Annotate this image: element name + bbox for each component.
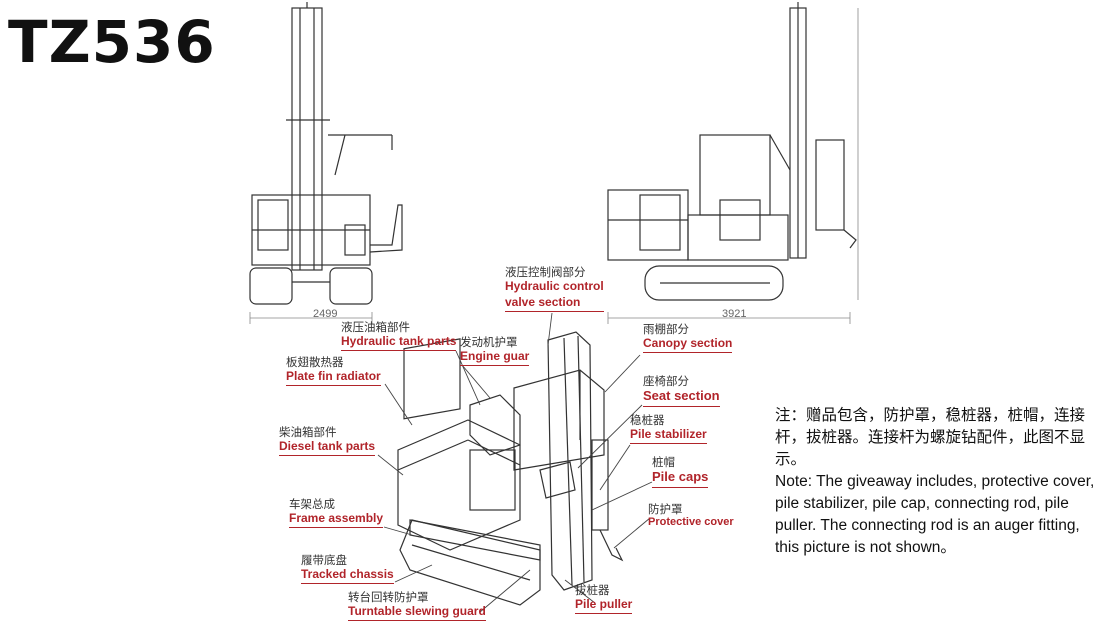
- front-width-dimension: 2499: [313, 308, 338, 320]
- label-zh: 稳桩器: [630, 413, 665, 427]
- label-zh: 桩帽: [652, 455, 675, 469]
- label-en-line: Tracked chassis: [301, 567, 394, 585]
- leader-lines: [377, 312, 653, 613]
- label-en-line: Pile puller: [575, 597, 633, 615]
- front-view-drawing: [249, 2, 403, 324]
- label-en-line: Pile caps: [652, 469, 709, 488]
- label-zh: 履带底盘: [301, 553, 347, 567]
- note-english: Note: The giveaway includes, protective …: [775, 473, 1095, 556]
- label-en-line: Pile stabilizer: [630, 427, 707, 445]
- label-en-line: Plate fin radiator: [286, 369, 381, 387]
- isometric-view-drawing: [397, 331, 624, 606]
- label-en-line: Diesel tank parts: [279, 439, 376, 457]
- label-zh: 液压油箱部件: [341, 320, 410, 334]
- label-zh: 雨棚部分: [643, 322, 689, 336]
- label-en-line: Engine guar: [460, 349, 530, 367]
- label-zh: 转台回转防护罩: [348, 590, 429, 604]
- label-zh: 液压控制阀部分: [505, 265, 586, 279]
- label-canopy-section: 雨棚部分 Canopy section: [643, 322, 733, 354]
- label-engine-guard: 发动机护罩 Engine guar: [460, 335, 530, 367]
- label-en-line: Protective cover: [648, 516, 734, 529]
- label-zh: 拔桩器: [575, 583, 610, 597]
- label-zh: 车架总成: [289, 497, 335, 511]
- label-pile-stabilizer: 稳桩器 Pile stabilizer: [630, 413, 707, 445]
- label-en-line: Frame assembly: [289, 511, 384, 529]
- label-en-line: Turntable slewing guard: [348, 604, 486, 622]
- label-zh: 座椅部分: [643, 374, 689, 388]
- label-en-line: Hydraulic tank parts: [341, 334, 457, 352]
- note-chinese: 注：赠品包含，防护罩，稳桩器，桩帽，连接杆，拔桩器。连接杆为螺旋钻配件，此图不显…: [775, 407, 1086, 468]
- label-zh: 发动机护罩: [460, 335, 518, 349]
- label-diesel-tank: 柴油箱部件 Diesel tank parts: [279, 425, 376, 457]
- label-pile-puller: 拔桩器 Pile puller: [575, 583, 633, 615]
- label-zh: 防护罩: [648, 502, 683, 516]
- label-turntable-slewing-guard: 转台回转防护罩 Turntable slewing guard: [348, 590, 486, 622]
- label-pile-caps: 桩帽 Pile caps: [652, 455, 709, 488]
- label-hydraulic-control-valve: 液压控制阀部分 Hydraulic control valve section: [505, 265, 604, 313]
- model-title: TZ536: [8, 8, 216, 76]
- giveaway-note: 注：赠品包含，防护罩，稳桩器，桩帽，连接杆，拔桩器。连接杆为螺旋钻配件，此图不显…: [775, 405, 1105, 559]
- label-en-line: valve section: [505, 295, 604, 313]
- label-protective-cover: 防护罩 Protective cover: [648, 502, 734, 531]
- label-zh: 板翅散热器: [286, 355, 344, 369]
- label-seat-section: 座椅部分 Seat section: [643, 374, 720, 407]
- label-hydraulic-tank: 液压油箱部件 Hydraulic tank parts: [341, 320, 457, 352]
- label-zh: 柴油箱部件: [279, 425, 337, 439]
- side-view-drawing: [607, 2, 859, 324]
- label-en-line: Canopy section: [643, 336, 733, 354]
- label-en-line: Hydraulic control: [505, 279, 604, 294]
- label-en-line: Seat section: [643, 388, 720, 407]
- side-length-dimension: 3921: [722, 308, 747, 320]
- label-tracked-chassis: 履带底盘 Tracked chassis: [301, 553, 394, 585]
- label-frame-assembly: 车架总成 Frame assembly: [289, 497, 384, 529]
- label-plate-fin-radiator: 板翅散热器 Plate fin radiator: [286, 355, 381, 387]
